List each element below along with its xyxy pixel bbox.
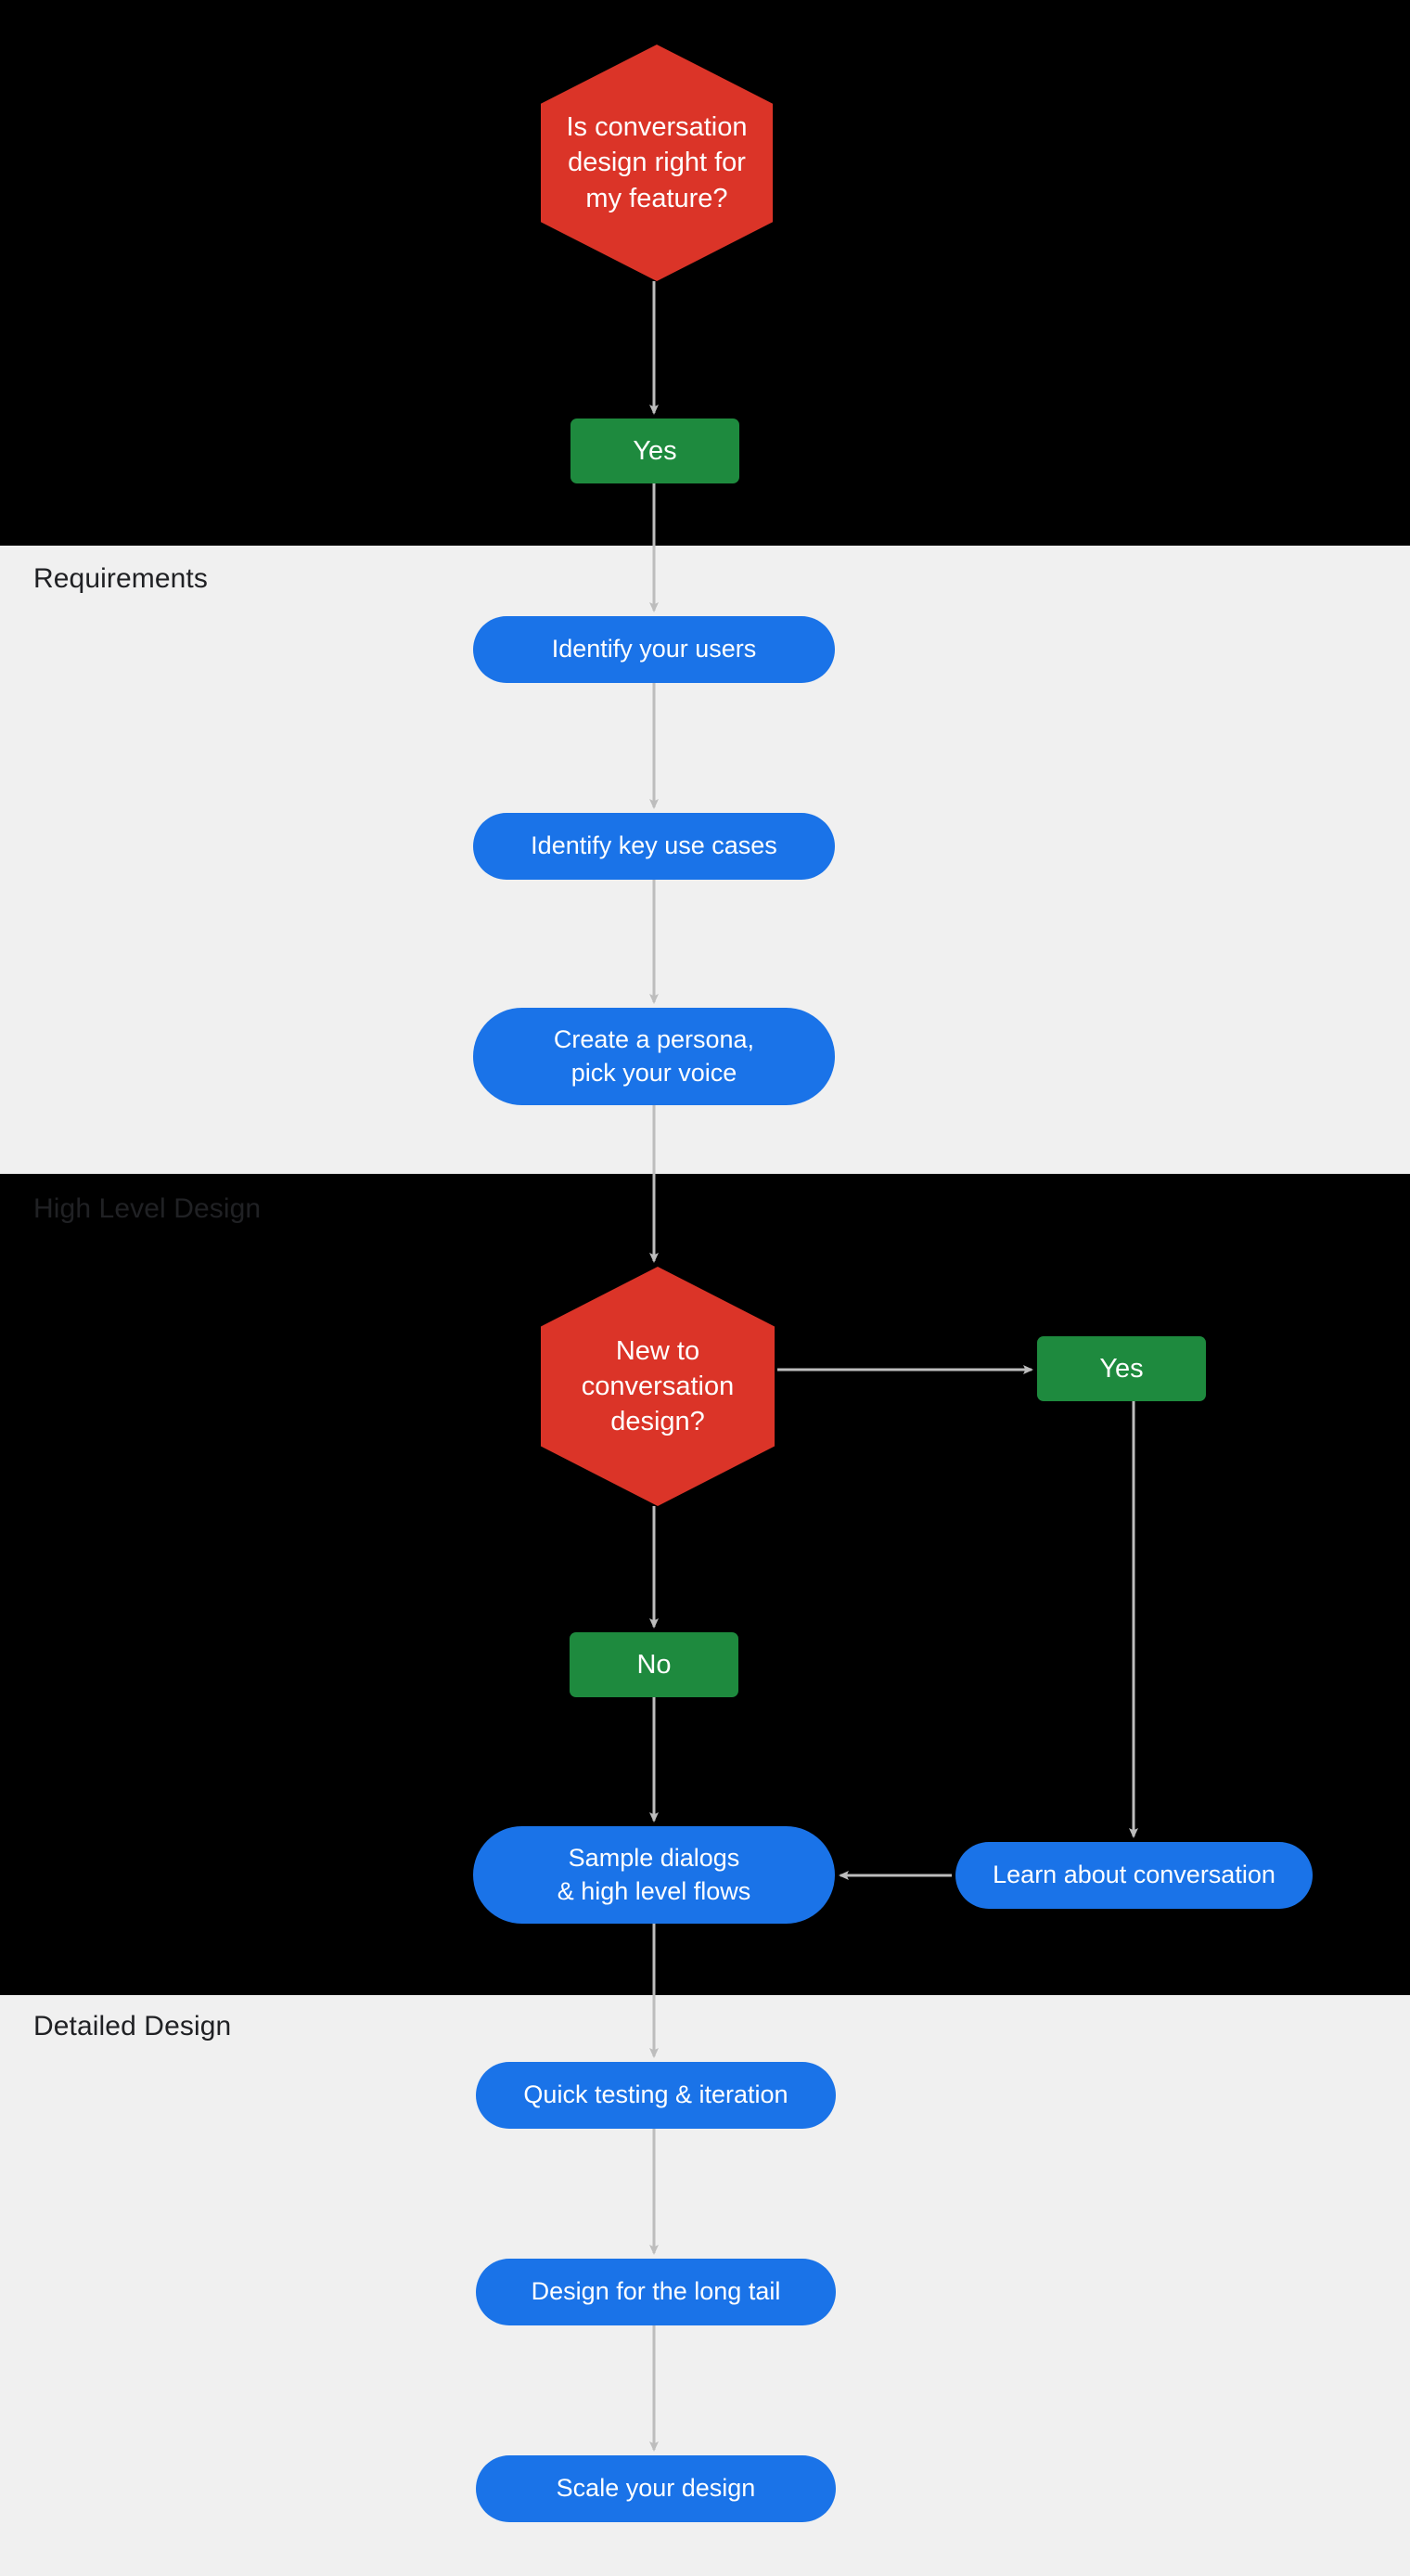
node-answer-yes-top[interactable]: Yes [570, 419, 739, 483]
node-design-for-long-tail[interactable]: Design for the long tail [476, 2259, 836, 2325]
node-label-identify-key-use-cases: Identify key use cases [531, 831, 777, 860]
section-label-requirements: Requirements [33, 563, 208, 594]
node-label-scale-your-design: Scale your design [556, 2474, 756, 2503]
node-answer-no[interactable]: No [570, 1632, 738, 1697]
node-scale-your-design[interactable]: Scale your design [476, 2455, 836, 2522]
node-label-identify-your-users: Identify your users [551, 635, 757, 663]
node-label-quick-testing-iteration: Quick testing & iteration [523, 2080, 788, 2109]
node-label-learn-about-conversation: Learn about conversation [993, 1861, 1275, 1889]
node-q-right-for-feature[interactable]: Is conversation design right for my feat… [541, 45, 773, 281]
node-label-q-right-for-feature: Is conversation design right for my feat… [566, 112, 748, 213]
node-quick-testing-iteration[interactable]: Quick testing & iteration [476, 2062, 836, 2129]
node-label-answer-no: No [636, 1649, 672, 1680]
node-label-answer-yes-top: Yes [633, 435, 677, 466]
node-label-q-new-to-conversation-design: New to conversation design? [581, 1335, 735, 1437]
node-q-new-to-conversation-design[interactable]: New to conversation design? [541, 1267, 775, 1506]
node-identify-your-users[interactable]: Identify your users [473, 616, 835, 683]
section-label-detailed-design: Detailed Design [33, 2011, 232, 2041]
section-label-high-level: High Level Design [33, 1193, 262, 1224]
node-sample-dialogs-high-level-flows[interactable]: Sample dialogs & high level flows [473, 1826, 835, 1924]
node-label-create-persona-pick-voice: Create a persona, pick your voice [553, 1024, 755, 1087]
node-create-persona-pick-voice[interactable]: Create a persona, pick your voice [473, 1008, 835, 1105]
node-label-sample-dialogs-high-level-flows: Sample dialogs & high level flows [557, 1843, 751, 1905]
node-identify-key-use-cases[interactable]: Identify key use cases [473, 813, 835, 880]
node-answer-yes-right[interactable]: Yes [1037, 1336, 1206, 1401]
node-learn-about-conversation[interactable]: Learn about conversation [955, 1842, 1313, 1909]
node-label-answer-yes-right: Yes [1099, 1353, 1144, 1384]
node-label-design-for-long-tail: Design for the long tail [531, 2277, 781, 2306]
